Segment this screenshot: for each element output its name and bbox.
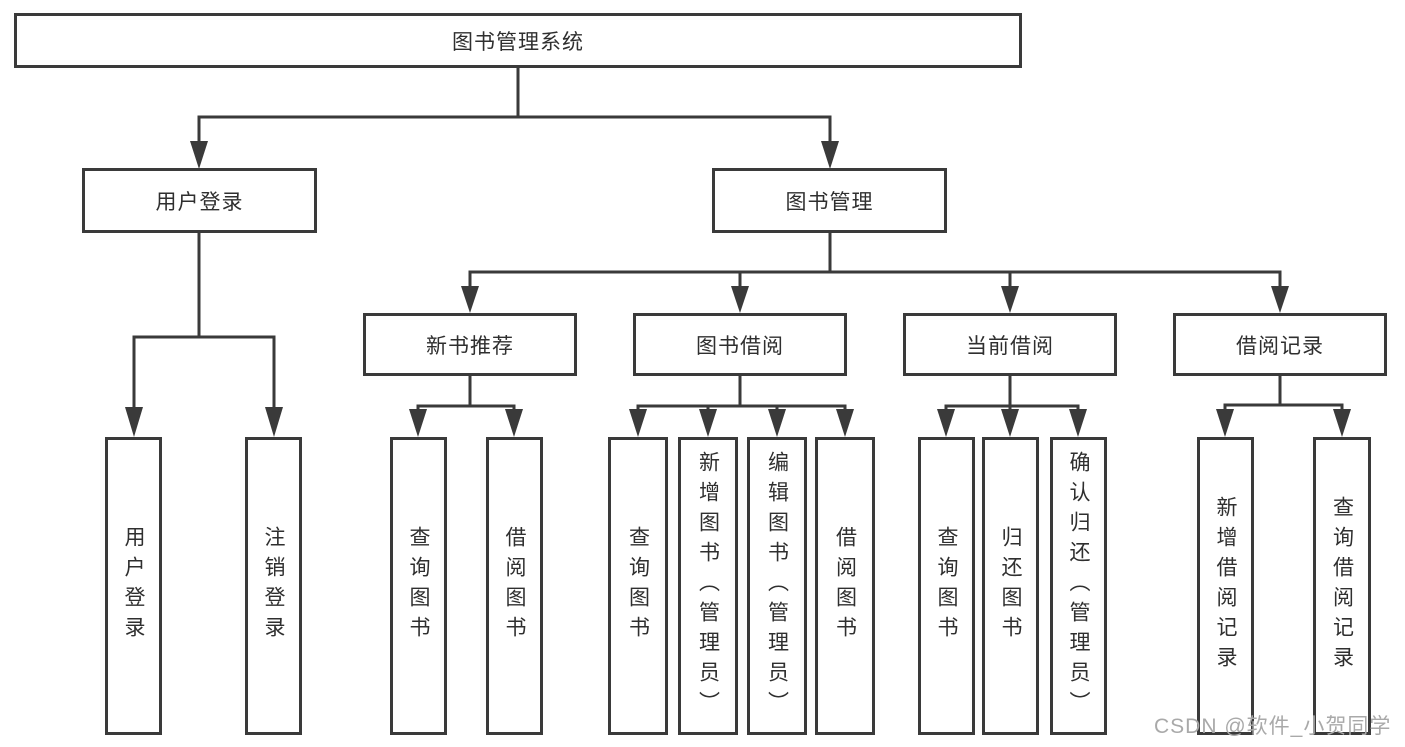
leaf-add-borrow-record: 新增借阅记录 [1197, 437, 1254, 735]
arrowhead-icon [1069, 409, 1087, 437]
node-label: 注销登录 [262, 526, 286, 646]
node-label: 新增借阅记录 [1214, 496, 1238, 676]
node-book-borrow: 图书借阅 [633, 313, 847, 376]
node-label: 当前借阅 [966, 334, 1054, 358]
arrowhead-icon [699, 409, 717, 437]
leaf-query-book-2: 查询图书 [608, 437, 668, 735]
leaf-add-book-admin: 新增图书（管理员） [678, 437, 738, 735]
node-label: 确认归还（管理员） [1067, 451, 1091, 721]
leaf-borrow-book-1: 借阅图书 [486, 437, 543, 735]
leaf-logout: 注销登录 [245, 437, 302, 735]
node-user-login: 用户登录 [82, 168, 317, 233]
node-label: 查询图书 [935, 526, 959, 646]
arrowhead-icon [937, 409, 955, 437]
node-new-book-recommend: 新书推荐 [363, 313, 577, 376]
node-label: 归还图书 [999, 526, 1023, 646]
node-label: 查询图书 [626, 526, 650, 646]
node-label: 用户登录 [155, 190, 244, 214]
node-current-borrow: 当前借阅 [903, 313, 1117, 376]
leaf-borrow-book-2: 借阅图书 [815, 437, 875, 735]
arrowhead-icon [1271, 286, 1289, 313]
leaf-query-borrow-record: 查询借阅记录 [1313, 437, 1371, 735]
node-book-management: 图书管理 [712, 168, 947, 233]
csdn-watermark: CSDN @软件_小贺同学 [1154, 715, 1392, 738]
node-label: 查询图书 [407, 526, 431, 646]
node-label: 借阅图书 [833, 526, 857, 646]
arrowhead-icon [1216, 409, 1234, 437]
node-label: 图书管理系统 [452, 30, 584, 54]
arrowhead-icon [731, 286, 749, 313]
node-label: 编辑图书（管理员） [765, 451, 789, 721]
arrowhead-icon [125, 407, 143, 437]
arrowhead-icon [1333, 409, 1351, 437]
node-label: 查询借阅记录 [1330, 496, 1354, 676]
node-label: 新书推荐 [426, 334, 514, 358]
leaf-edit-book-admin: 编辑图书（管理员） [747, 437, 807, 735]
arrowhead-icon [1001, 409, 1019, 437]
leaf-query-book-1: 查询图书 [390, 437, 447, 735]
arrowhead-icon [190, 141, 208, 169]
connector-path [132, 68, 1344, 411]
arrowhead-icon [265, 407, 283, 437]
node-label: 图书借阅 [696, 334, 784, 358]
node-root-system: 图书管理系统 [14, 13, 1022, 68]
arrowhead-icon [768, 409, 786, 437]
node-label: 借阅记录 [1236, 334, 1324, 358]
arrowhead-icon [505, 409, 523, 437]
arrowhead-icon [1001, 286, 1019, 313]
arrowhead-icon [836, 409, 854, 437]
leaf-confirm-return-admin: 确认归还（管理员） [1050, 437, 1107, 735]
arrowhead-icon [629, 409, 647, 437]
node-borrow-records: 借阅记录 [1173, 313, 1387, 376]
node-label: 用户登录 [122, 526, 146, 646]
node-label: 新增图书（管理员） [696, 451, 720, 721]
node-label: 借阅图书 [503, 526, 527, 646]
leaf-return-book: 归还图书 [982, 437, 1039, 735]
arrowheads [125, 141, 1351, 437]
leaf-user-login: 用户登录 [105, 437, 162, 735]
arrowhead-icon [821, 141, 839, 169]
arrowhead-icon [409, 409, 427, 437]
leaf-query-book-3: 查询图书 [918, 437, 975, 735]
arrowhead-icon [461, 286, 479, 313]
node-label: 图书管理 [785, 190, 874, 214]
